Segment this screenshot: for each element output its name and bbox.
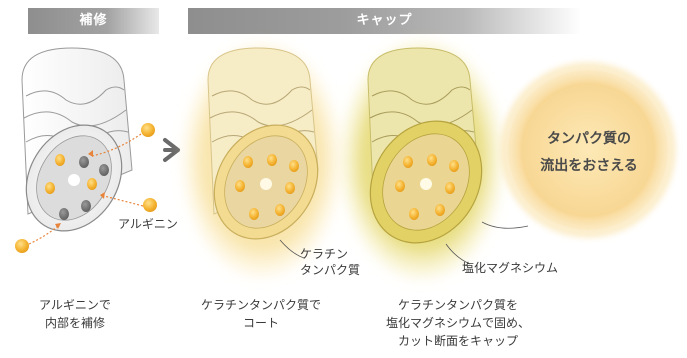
stage1-caption: アルギニンで 内部を補修 xyxy=(20,296,130,332)
arginine-dot xyxy=(45,182,55,194)
arginine-dot xyxy=(59,208,69,220)
stage1-caption-line1: アルギニンで xyxy=(20,296,130,314)
magnesium-callout: 塩化マグネシウム xyxy=(462,260,558,276)
arginine-dot xyxy=(81,200,91,212)
stage3-caption-line1: ケラチンタンパク質を xyxy=(368,296,548,314)
stage3-caption: ケラチンタンパク質を 塩化マグネシウムで固め、 カット断面をキャップ xyxy=(368,296,548,350)
hair-stage-3 xyxy=(340,40,528,280)
bubble-text: タンパク質の 流出をおさえる xyxy=(510,126,668,180)
arginine-dot xyxy=(99,164,109,176)
arginine-callout: アルギニン xyxy=(118,216,178,232)
keratin-callout-line2: タンパク質 xyxy=(300,262,360,278)
stage3-caption-line3: カット断面をキャップ xyxy=(368,332,548,350)
keratin-callout: ケラチン タンパク質 xyxy=(300,246,360,278)
arginine-dot xyxy=(55,154,65,166)
stage2-caption-line1: ケラチンタンパク質で xyxy=(186,296,336,314)
stage2-caption: ケラチンタンパク質で コート xyxy=(186,296,336,332)
keratin-callout-line1: ケラチン xyxy=(300,246,360,262)
stage3-caption-line2: 塩化マグネシウムで固め、 xyxy=(368,314,548,332)
hair-stage-2 xyxy=(182,42,342,278)
arginine-dot xyxy=(87,178,97,190)
bubble-line2: 流出をおさえる xyxy=(510,153,668,180)
arginine-dot xyxy=(79,156,89,168)
stage2-caption-line2: コート xyxy=(186,314,336,332)
bubble-line1: タンパク質の xyxy=(510,126,668,153)
stage1-caption-line2: 内部を補修 xyxy=(20,314,130,332)
chevron-right-arrow-icon xyxy=(165,140,178,160)
